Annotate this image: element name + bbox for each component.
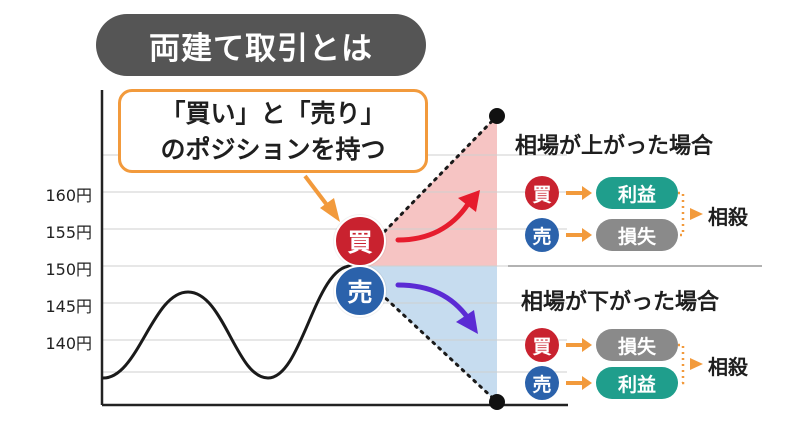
rise-endpoint: [489, 108, 505, 124]
flow-arrows: [566, 186, 592, 390]
callout-line-1: 「買い」と「売り」: [160, 99, 386, 128]
down-result-label: 相殺: [708, 355, 748, 379]
sell-position-marker: 売: [334, 265, 386, 317]
up-sell-outcome-badge: 損失: [596, 219, 678, 251]
up-result-label: 相殺: [708, 205, 748, 229]
bracket-arrow-up: [690, 208, 703, 220]
down-curve-arrow: [395, 282, 471, 321]
y-tick-label: 145円: [45, 297, 92, 316]
down-buy-outcome-badge: 損失: [596, 329, 678, 361]
buy-position-marker: 買: [334, 215, 386, 267]
position-callout: 「買い」と「売り」 のポジションを持つ: [118, 89, 428, 173]
down-buy-marker: 買: [525, 328, 559, 362]
page-title: 両建て取引とは: [96, 14, 426, 76]
down-arrow-head: [456, 310, 478, 334]
price-line: [101, 264, 352, 380]
bracket-arrow-down: [690, 358, 703, 370]
up-arrow-head: [458, 190, 480, 212]
gridlines: [102, 154, 567, 373]
down-sell-outcome-badge: 利益: [596, 367, 678, 399]
up-buy-outcome-badge: 利益: [596, 177, 678, 209]
callout-line-2: のポジションを持つ: [160, 135, 386, 164]
up-sell-marker: 売: [525, 218, 559, 252]
down-sell-marker: 売: [525, 366, 559, 400]
y-tick-label: 140円: [45, 334, 92, 353]
fall-endpoint: [489, 394, 505, 410]
scenario-down-heading: 相場が下がった場合: [521, 290, 720, 315]
y-tick-label: 160円: [45, 186, 92, 205]
callout-pointer-line: [303, 174, 329, 207]
up-buy-marker: 買: [525, 176, 559, 210]
scenario-up-heading: 相場が上がった場合: [515, 134, 714, 159]
up-curve-arrow: [395, 201, 471, 243]
callout-pointer-head: [320, 198, 340, 222]
y-tick-label: 150円: [45, 260, 92, 279]
y-tick-label: 155円: [45, 223, 92, 242]
